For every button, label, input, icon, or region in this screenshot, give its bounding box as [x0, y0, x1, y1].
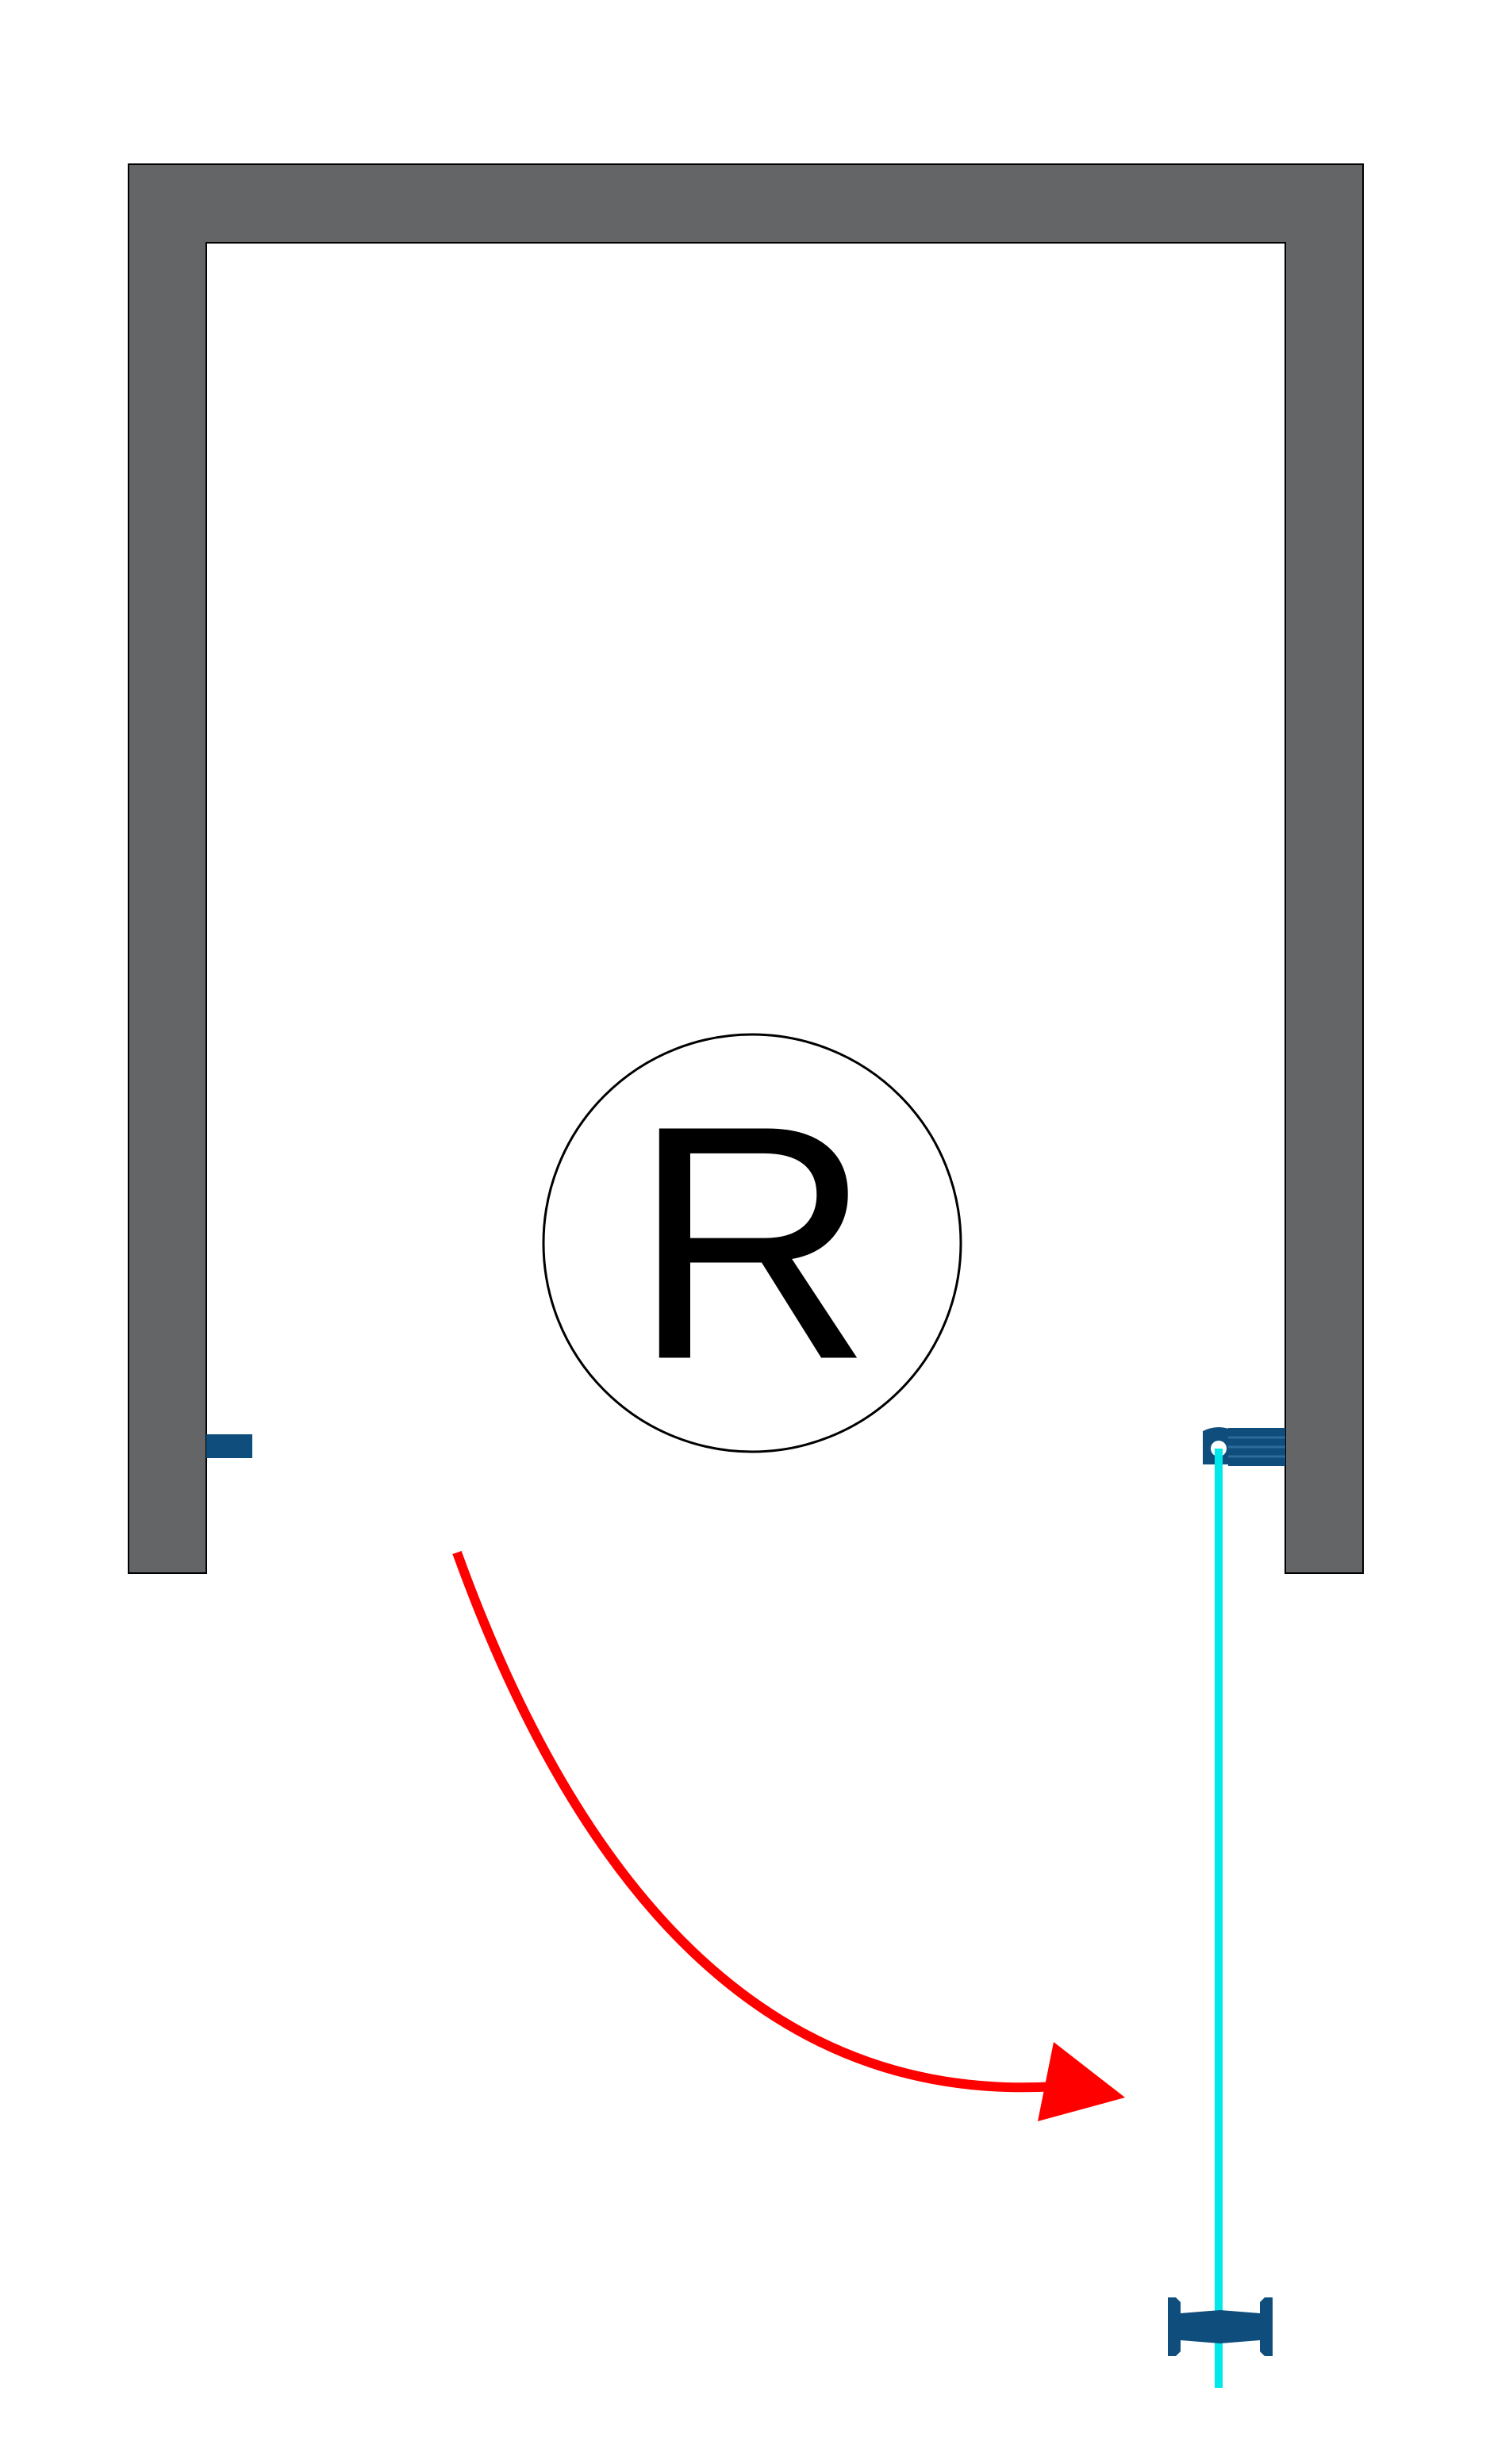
swing-arrow-icon	[452, 1550, 1125, 2121]
side-indicator-circle	[542, 1033, 962, 1453]
door-handle-icon	[1168, 2297, 1273, 2356]
wall-stop-icon	[206, 1434, 252, 1458]
side-indicator-letter: R	[632, 1057, 872, 1430]
wall-enclosure	[128, 163, 1364, 1574]
